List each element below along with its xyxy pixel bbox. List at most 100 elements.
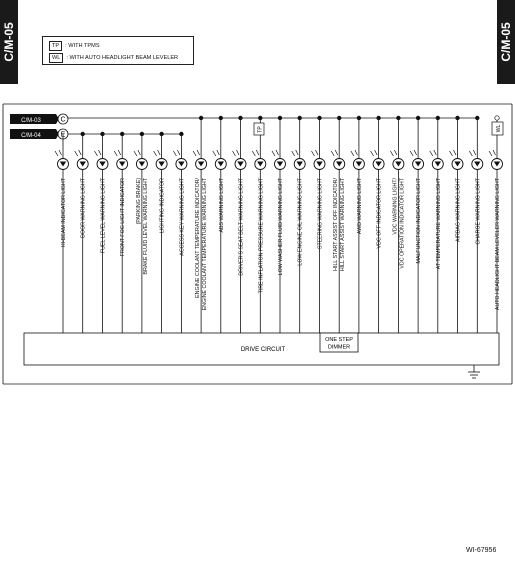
wire-junction [120,131,125,137]
bulb-diode-icon [178,161,185,167]
light-ray-icon [468,150,473,157]
connector-arrow-e [10,129,59,139]
bulb-diode-icon [434,161,441,167]
wire-junction [179,131,184,137]
bulb-diode-icon [336,161,343,167]
light-ray-icon [236,149,240,156]
bulb-diode-icon [493,161,501,167]
light-ray-icon [196,149,200,156]
light-ray-icon [94,150,98,157]
legend-code: TP [49,41,63,51]
light-ray-icon [117,149,122,156]
light-label: LOW WASHER FLUID WARNING LIGHT [278,177,284,275]
light-ray-icon [350,150,355,157]
wire-junction [396,115,401,121]
light-label: VDC OFF INDICATOR LIGHT [377,177,383,248]
light-ray-icon [232,150,236,157]
bulb-diode-icon [237,161,244,167]
light-label: AUTO HEADLIGHT BEAM LEVELER WARNING LIGH… [495,177,501,310]
light-ray-icon [251,150,256,157]
light-ray-icon [153,150,157,157]
bulb-diode-icon [99,161,106,167]
drive-circuit-box [23,332,500,366]
legend-box: TP : WITH TPMS WL : WITH AUTO HEADLIGHT … [42,36,194,65]
wire-junction [297,115,302,121]
wire-junction [80,131,85,137]
light-label: VDC WARNING LIGHT/ [392,177,398,234]
connector-arrow-c [10,114,59,124]
wire-junction [218,115,223,121]
bulb-diode-icon [414,161,422,167]
light-ray-icon [255,149,260,156]
bulb-diode-icon [158,161,165,167]
light-label: HI-BEAM INDICATOR LIGHT [61,177,67,247]
light-label: HILL START ASSIST OFF INDICATOR/ [333,177,339,270]
light-label: ABS WARNING LIGHT [219,177,225,232]
light-ray-icon [78,149,82,156]
wire-junction [475,115,480,121]
light-ray-icon [315,149,319,156]
section-tab-left: C/M-05 [0,0,18,84]
light-ray-icon [133,150,138,157]
light-ray-icon [295,149,299,156]
wire-junction [376,115,381,121]
connector-ref-c: C/M-03 [21,118,41,124]
light-ray-icon [488,150,493,157]
bulb-diode-icon [257,161,264,167]
light-ray-icon [113,150,118,157]
light-ray-icon [192,150,197,157]
light-ray-icon [334,149,339,156]
bulb-diode-icon [138,161,146,167]
bulb-diode-icon [119,161,126,167]
light-label: STEERING WARNING LIGHT [318,177,324,249]
light-ray-icon [58,149,62,156]
light-ray-icon [54,150,59,157]
wl-option-label: WL [496,125,502,133]
light-ray-icon [330,150,335,157]
wire-junction [159,131,164,137]
light-label: ENGINE COOLANT TEMPERATURE INDICATOR/ [195,177,201,297]
light-label: HILL START ASSIST WARNING LIGHT [340,177,346,271]
light-ray-icon [413,149,417,156]
connector-ref-e: C/M-04 [21,133,41,139]
bulb-diode-icon [217,161,224,167]
light-label: MALFUNCTION INDICATOR LIGHT [416,177,422,263]
light-ray-icon [157,149,161,156]
light-label: DOOR WARNING LIGHT [81,177,87,238]
bulb-diode-icon [375,161,382,167]
bulb-diode-icon [355,161,363,167]
wire-junction [277,115,283,121]
connector-pin-c [57,113,69,125]
light-ray-icon [74,150,79,157]
light-ray-icon [492,149,496,156]
figure-id: WI-67956 [466,547,497,554]
light-ray-icon [173,150,177,157]
wire-junction [455,115,460,121]
light-label: BRAKE FLUID LEVEL WARNING LIGHT [143,177,149,274]
bulb-diode-icon [296,161,303,167]
light-label: CHARGE WARNING LIGHT [475,177,481,244]
light-ray-icon [433,149,437,156]
bulb-diode-icon [197,161,205,167]
wire-junction [415,115,421,121]
light-ray-icon [374,149,378,156]
light-label: ENGINE COOLANT TEMPERATURE WARNING LIGHT [202,177,208,310]
bulb-diode-icon [316,161,323,167]
wire-junction [317,115,322,121]
light-ray-icon [98,149,102,156]
light-label: FUEL LEVEL WARNING LIGHT [101,177,107,253]
bulb-diode-icon [395,161,402,167]
light-ray-icon [429,150,434,157]
light-label: LOW ENGINE OIL WARNING LIGHT [298,177,304,265]
light-ray-icon [291,150,296,157]
wire-junction [258,115,263,121]
indicator-lights-group: HI-BEAM INDICATOR LIGHT DOOR WARNING LIGH… [54,115,503,333]
light-ray-icon [409,150,414,157]
legend-row-tp: TP : WITH TPMS [49,41,100,51]
wire-junction [139,131,145,137]
section-tab-right: C/M-05 [497,0,515,84]
connector-pin-label-c: C [60,117,65,124]
legend-text: : WITH TPMS [65,43,100,49]
wire-junction [435,115,440,121]
